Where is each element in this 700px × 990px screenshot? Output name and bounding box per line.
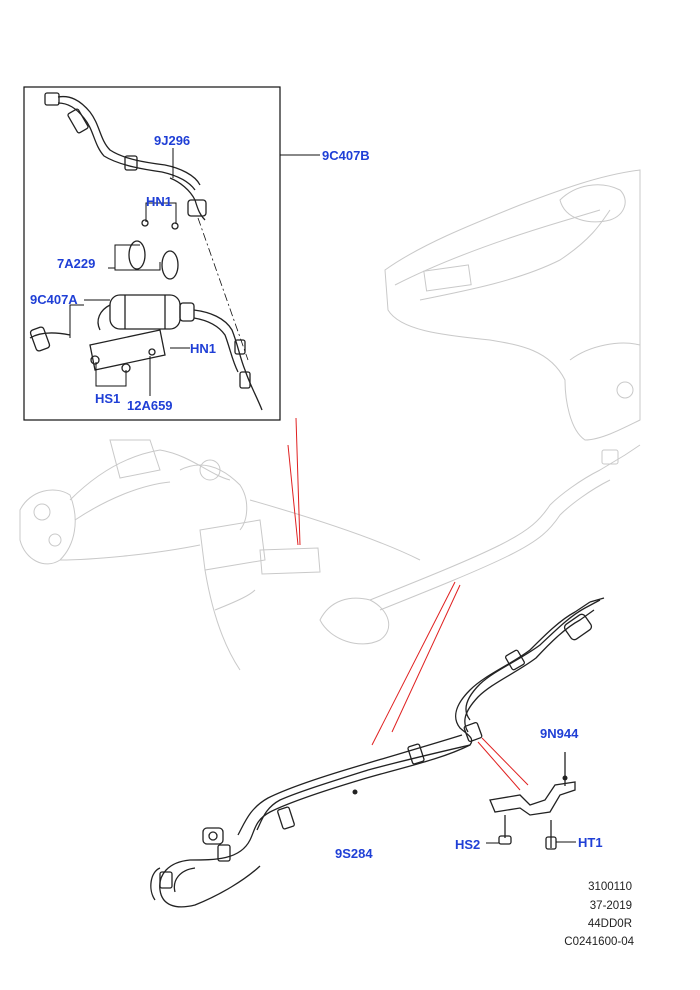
ghost-fuel-tank xyxy=(384,169,641,441)
inset-parts xyxy=(29,92,263,411)
callout-ht1: HT1 xyxy=(578,835,603,850)
inset-leader-lines xyxy=(69,148,320,396)
callout-9c407a: 9C407A xyxy=(30,292,78,307)
callout-9c407b: 9C407B xyxy=(322,148,370,163)
reference-line-2: 37-2019 xyxy=(590,900,632,912)
callout-9j296: 9J296 xyxy=(154,133,190,148)
fuel-line-9s284 xyxy=(150,597,605,908)
callout-9n944: 9N944 xyxy=(540,726,579,741)
callout-9s284: 9S284 xyxy=(335,846,373,861)
callout-12a659: 12A659 xyxy=(127,398,173,413)
ghost-engine-area xyxy=(19,439,641,671)
callout-hs2: HS2 xyxy=(455,837,480,852)
detail-inset-box xyxy=(23,86,281,421)
reference-line-4: C0241600-04 xyxy=(564,936,634,948)
callout-hs1: HS1 xyxy=(95,391,120,406)
red-leader-lines xyxy=(287,417,529,791)
bracket-9n944 xyxy=(486,752,576,850)
callout-hn1-right: HN1 xyxy=(190,341,216,356)
reference-line-1: 3100110 xyxy=(588,881,632,893)
callout-hn1-top: HN1 xyxy=(146,194,172,209)
reference-line-3: 44DD0R xyxy=(588,918,632,930)
callout-7a229: 7A229 xyxy=(57,256,95,271)
